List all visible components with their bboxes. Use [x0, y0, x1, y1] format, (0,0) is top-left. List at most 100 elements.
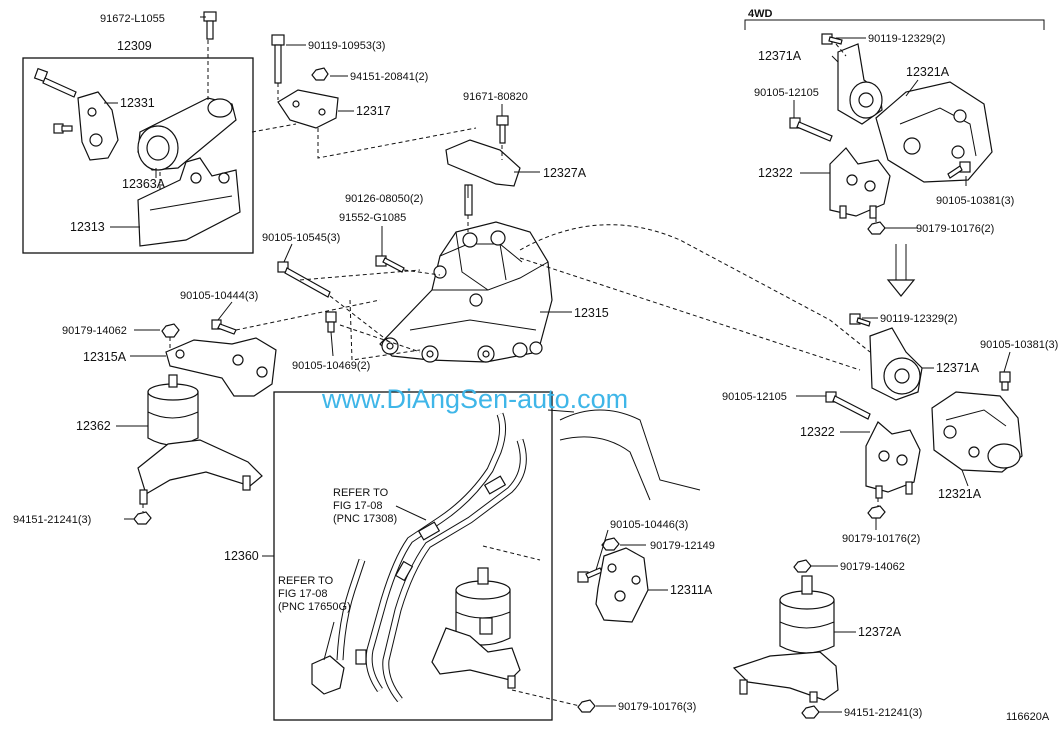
part-12321A-mid [931, 391, 1023, 473]
nut-90179-14062-left [161, 323, 180, 338]
label-12317: 12317 [356, 104, 391, 118]
nut-94151-20841 [311, 67, 329, 81]
label-90105-10444: 90105-10444(3) [180, 290, 258, 302]
bolt-91672-L1055 [203, 11, 217, 40]
label-90105-10446: 90105-10446(3) [610, 519, 688, 531]
diagram-id: 116620A [1006, 711, 1050, 723]
bolt-90105-12105-top [789, 117, 833, 142]
label-12372A: 12372A [858, 625, 902, 639]
down-arrow-icon [886, 244, 916, 297]
nut-90179-10176-top [867, 221, 886, 235]
label-refer1-line2: FIG 17-08 [333, 500, 383, 512]
bolt-90119-12329-top [821, 33, 843, 45]
label-90105-10381-top: 90105-10381(3) [936, 195, 1014, 207]
part-12331-bracket [77, 91, 119, 161]
part-12363A-mount [137, 97, 237, 171]
label-12311A: 12311A [670, 583, 713, 597]
label-12322-mid: 12322 [800, 425, 835, 439]
part-12371A-mid [869, 327, 923, 401]
label-91671-80820: 91671-80820 [463, 91, 528, 103]
label-91672-L1055: 91672-L1055 [100, 13, 165, 25]
part-12315A-bracket [165, 337, 277, 397]
part-12372A-mount [732, 575, 839, 703]
bolt-12309-small [53, 123, 73, 134]
label-90179-14062-right: 90179-14062 [840, 561, 905, 573]
nut-90179-14062-right [793, 559, 812, 573]
label-90179-10176-mid: 90179-10176(2) [842, 533, 920, 545]
label-12315: 12315 [574, 306, 609, 320]
label-12363A: 12363A [122, 177, 166, 191]
label-94151-21241-right: 94151-21241(3) [844, 707, 922, 719]
label-refer2-line2: FIG 17-08 [278, 588, 328, 600]
nut-90179-10176-mid [867, 505, 886, 519]
label-12321A-top: 12321A [906, 65, 950, 79]
transmission-outline [559, 409, 701, 491]
label-90179-12149: 90179-12149 [650, 540, 715, 552]
label-4wd: 4WD [748, 8, 773, 20]
bolt-90105-10446 [577, 567, 603, 583]
label-90119-12329-mid: 90119-12329(2) [880, 313, 957, 325]
part-12321A-top [875, 81, 993, 183]
part-12317-bracket [277, 89, 339, 129]
label-12331: 12331 [120, 96, 155, 110]
label-90119-12329-top: 90119-12329(2) [868, 33, 945, 45]
label-refer1-line1: REFER TO [333, 487, 389, 499]
group-box-12309 [22, 57, 254, 254]
bolt-90119-12329-mid [849, 313, 871, 327]
bolt-91671-80820 [496, 115, 509, 144]
bolt-90105-10469 [325, 311, 337, 333]
bolt-12309-left [33, 67, 77, 98]
label-90105-10469: 90105-10469(2) [292, 360, 370, 372]
bolt-90105-10545 [277, 261, 331, 298]
label-90126-08050: 90126-08050(2) [345, 193, 423, 205]
label-12327A: 12327A [543, 166, 587, 180]
bracket-4wd [744, 19, 1045, 30]
part-labels: 91672-L1055 12309 90119-10953(3) 94151-2… [13, 8, 1058, 723]
label-90105-12105-mid: 90105-12105 [722, 391, 787, 403]
watermark: www.DiAngSen-auto.com [321, 384, 628, 414]
label-94151-21241-left: 94151-21241(3) [13, 514, 91, 526]
label-90119-10953: 90119-10953(3) [308, 40, 385, 52]
label-refer2-line3: (PNC 17650G) [278, 601, 351, 613]
label-12315A: 12315A [83, 350, 127, 364]
bolt-90105-10381-top [947, 161, 971, 179]
bolt-90105-10381-mid [999, 371, 1011, 391]
bolt-90105-12105-mid [825, 391, 871, 420]
part-12322-top [829, 147, 891, 219]
nut-94151-21241-right [801, 705, 820, 719]
label-12321A-mid: 12321A [938, 487, 982, 501]
label-12371A-top: 12371A [758, 49, 802, 63]
bolt-91552-G1085 [375, 255, 405, 273]
label-12360: 12360 [224, 549, 259, 563]
nut-90179-12149 [601, 537, 620, 551]
label-12371A-mid: 12371A [936, 361, 980, 375]
leader-lines [104, 16, 1011, 713]
part-12327A-bracket [445, 139, 521, 187]
part-12371A-top [837, 43, 883, 125]
bolt-90105-10444 [211, 319, 237, 335]
label-12313: 12313 [70, 220, 105, 234]
label-90179-10176-top: 90179-10176(2) [916, 223, 994, 235]
label-90179-14062-left: 90179-14062 [62, 325, 127, 337]
label-90179-10176-bottom: 90179-10176(3) [618, 701, 696, 713]
label-90105-10545: 90105-10545(3) [262, 232, 340, 244]
label-12309: 12309 [117, 39, 152, 53]
part-12362-mount [137, 374, 263, 505]
part-12360-vacuum-mount [431, 567, 521, 689]
label-12322-top: 12322 [758, 166, 793, 180]
nut-90179-10176-bottom [577, 699, 596, 713]
bolt-90119-10953 [271, 34, 285, 84]
label-12362: 12362 [76, 419, 111, 433]
label-refer2-line1: REFER TO [278, 575, 334, 587]
label-90105-10381-mid: 90105-10381(3) [980, 339, 1058, 351]
label-94151-20841: 94151-20841(2) [350, 71, 428, 83]
part-12322-mid [865, 421, 921, 499]
nut-94151-21241-left [133, 511, 152, 525]
label-90105-12105-top: 90105-12105 [754, 87, 819, 99]
part-12315-bracket [379, 221, 553, 363]
hose-assembly-12360 [311, 412, 527, 703]
label-refer1-line3: (PNC 17308) [333, 513, 397, 525]
part-12311A-bracket [595, 547, 649, 623]
part-12313-bracket [137, 157, 241, 247]
